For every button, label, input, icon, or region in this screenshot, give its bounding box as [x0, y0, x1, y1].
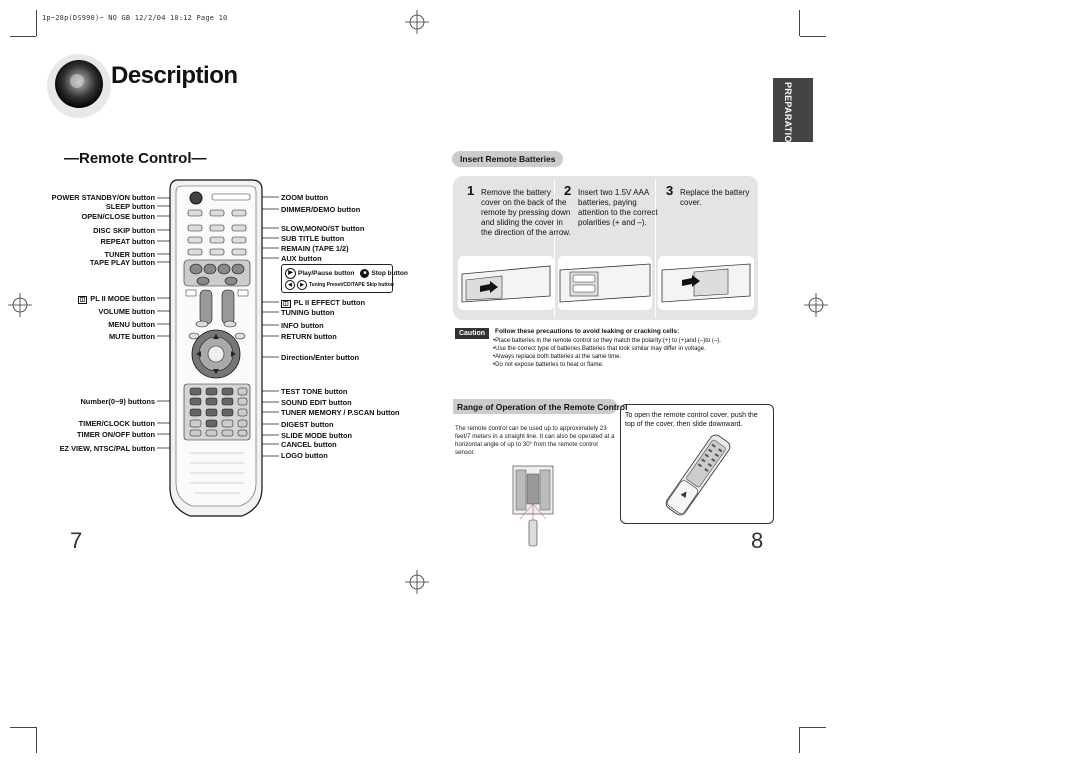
step-divider: [655, 180, 656, 318]
step-1-illustration: [458, 256, 554, 310]
label-open-close: OPEN/CLOSE button: [81, 212, 156, 221]
label-timer-onoff: TIMER ON/OFF button: [77, 430, 155, 439]
step-divider: [554, 180, 555, 318]
side-tab-label: PREPARATION: [783, 82, 793, 150]
page-number-right: 8: [751, 528, 764, 553]
caution-badge: Caution: [455, 328, 489, 339]
caution-list: Place batteries in the remote control so…: [493, 337, 721, 369]
crop-mark: [799, 10, 800, 36]
step-text: Replace the battery cover.: [680, 188, 750, 207]
label-info: INFO button: [281, 321, 324, 330]
label-tape-play: TAPE PLAY button: [89, 258, 155, 267]
cover-instruction-box: [620, 404, 774, 524]
label-zoom: ZOOM button: [281, 193, 329, 202]
label-return: RETURN button: [281, 332, 337, 341]
crop-mark: [10, 36, 36, 37]
label-volume: VOLUME button: [98, 307, 155, 316]
tuning-skip-legend: ◀ ▶ Tuning Preset/CD/TAPE Skip button: [285, 280, 394, 290]
range-text: The remote control can be used up to app…: [455, 425, 615, 456]
label-number-buttons: Number(0~9) buttons: [80, 397, 155, 406]
caution-title: Follow these precautions to avoid leakin…: [495, 328, 680, 335]
transport-legend: ▶ Play/Pause button ■ Stop button ◀ ▶ Tu…: [281, 264, 408, 293]
label-pl2-mode: ◫PL II MODE button: [77, 294, 155, 305]
label-test-tone: TEST TONE button: [281, 387, 348, 396]
label-pl2-effect: ◫PL II EFFECT button: [281, 298, 365, 309]
label-direction-enter: Direction/Enter button: [281, 353, 360, 362]
label-logo: LOGO button: [281, 451, 328, 460]
label-aux: AUX button: [281, 254, 322, 263]
page-number-left: 7: [70, 528, 83, 553]
caution-item: Always replace both batteries at the sam…: [493, 353, 721, 361]
skip-back-icon: ◀: [285, 280, 295, 290]
side-tab: PREPARATION: [773, 78, 813, 149]
section-title: —Remote Control—: [64, 150, 207, 167]
page-title: Description: [111, 62, 238, 89]
label-remain: REMAIN (TAPE 1/2): [281, 244, 349, 253]
label-repeat: REPEAT button: [100, 237, 155, 246]
play-pause-legend: ▶ Play/Pause button ■ Stop button: [285, 268, 408, 279]
label-slide-mode: SLIDE MODE button: [281, 431, 353, 440]
label-tuning: TUNING button: [281, 308, 335, 317]
remote-control-illustration: [157, 179, 279, 517]
range-heading: Range of Operation of the Remote Control: [457, 402, 628, 412]
caution-item: Do not expose batteries to heat or flame…: [493, 361, 721, 369]
label-menu: MENU button: [108, 320, 155, 329]
label-ez-view: EZ VIEW, NTSC/PAL button: [59, 444, 155, 453]
label-tuner-memory: TUNER MEMORY / P.SCAN button: [281, 408, 400, 417]
step-text: Remove the battery cover on the back of …: [481, 188, 571, 237]
tuning-skip-label: Tuning Preset/CD/TAPE Skip button: [309, 281, 394, 288]
label-disc-skip: DISC SKIP button: [93, 226, 155, 235]
crop-mark: [10, 727, 36, 728]
label-tuner: TUNER button: [104, 250, 156, 259]
stop-icon: ■: [360, 269, 370, 278]
label-sound-edit: SOUND EDIT button: [281, 398, 352, 407]
crop-mark: [799, 727, 800, 753]
label-cancel: CANCEL button: [281, 440, 337, 449]
play-pause-label: Play/Pause button: [298, 270, 355, 277]
crop-mark: [36, 10, 37, 36]
step-number: 1: [467, 183, 475, 198]
step-1: 1 Remove the battery cover on the back of…: [467, 184, 571, 238]
stop-label: Stop button: [371, 270, 408, 277]
crop-mark: [36, 727, 37, 753]
cover-instruction-text: To open the remote control cover, push t…: [625, 412, 758, 428]
caution-item: Use the correct type of batteries.Batter…: [493, 345, 721, 353]
system-range-illustration: [512, 465, 554, 547]
label-slow-mono: SLOW,MONO/ST button: [281, 224, 365, 233]
crop-mark: [800, 727, 826, 728]
crop-mark: [800, 36, 826, 37]
step-number: 3: [666, 183, 674, 198]
step-2-illustration: [558, 256, 652, 310]
range-heading-bar: [453, 399, 617, 414]
caution-item: Place batteries in the remote control so…: [493, 337, 721, 345]
step-3: 3 Replace the battery cover.: [666, 184, 770, 208]
dolby-icon: ◫: [77, 296, 88, 304]
insert-batteries-heading: Insert Remote Batteries: [452, 151, 564, 167]
step-2: 2 Insert two 1.5V AAA batteries, paying a…: [564, 184, 668, 228]
step-3-illustration: [658, 256, 754, 310]
label-pl2-mode-text: PL II MODE button: [90, 294, 155, 303]
label-mute: MUTE button: [109, 332, 155, 341]
label-timer-clock: TIMER/CLOCK button: [78, 419, 155, 428]
label-power-standby: POWER STANDBY/ON button: [51, 193, 155, 202]
step-text: Insert two 1.5V AAA batteries, paying at…: [578, 188, 658, 227]
remote-cover-illustration: [665, 434, 731, 516]
print-header: 1p~28p(DS990)~ NO GB 12/2/04 10:12 Page …: [42, 14, 228, 22]
label-digest: DIGEST button: [281, 420, 334, 429]
play-pause-icon: ▶: [285, 268, 296, 279]
step-number: 2: [564, 183, 572, 198]
label-pl2-effect-text: PL II EFFECT button: [293, 298, 365, 307]
label-sleep: SLEEP button: [105, 202, 155, 211]
skip-forward-icon: ▶: [297, 280, 307, 290]
label-sub-title: SUB TITLE button: [281, 234, 345, 243]
label-dimmer-demo: DIMMER/DEMO button: [281, 205, 361, 214]
speaker-logo-icon: [47, 54, 111, 118]
dolby-icon: ◫: [281, 300, 291, 308]
